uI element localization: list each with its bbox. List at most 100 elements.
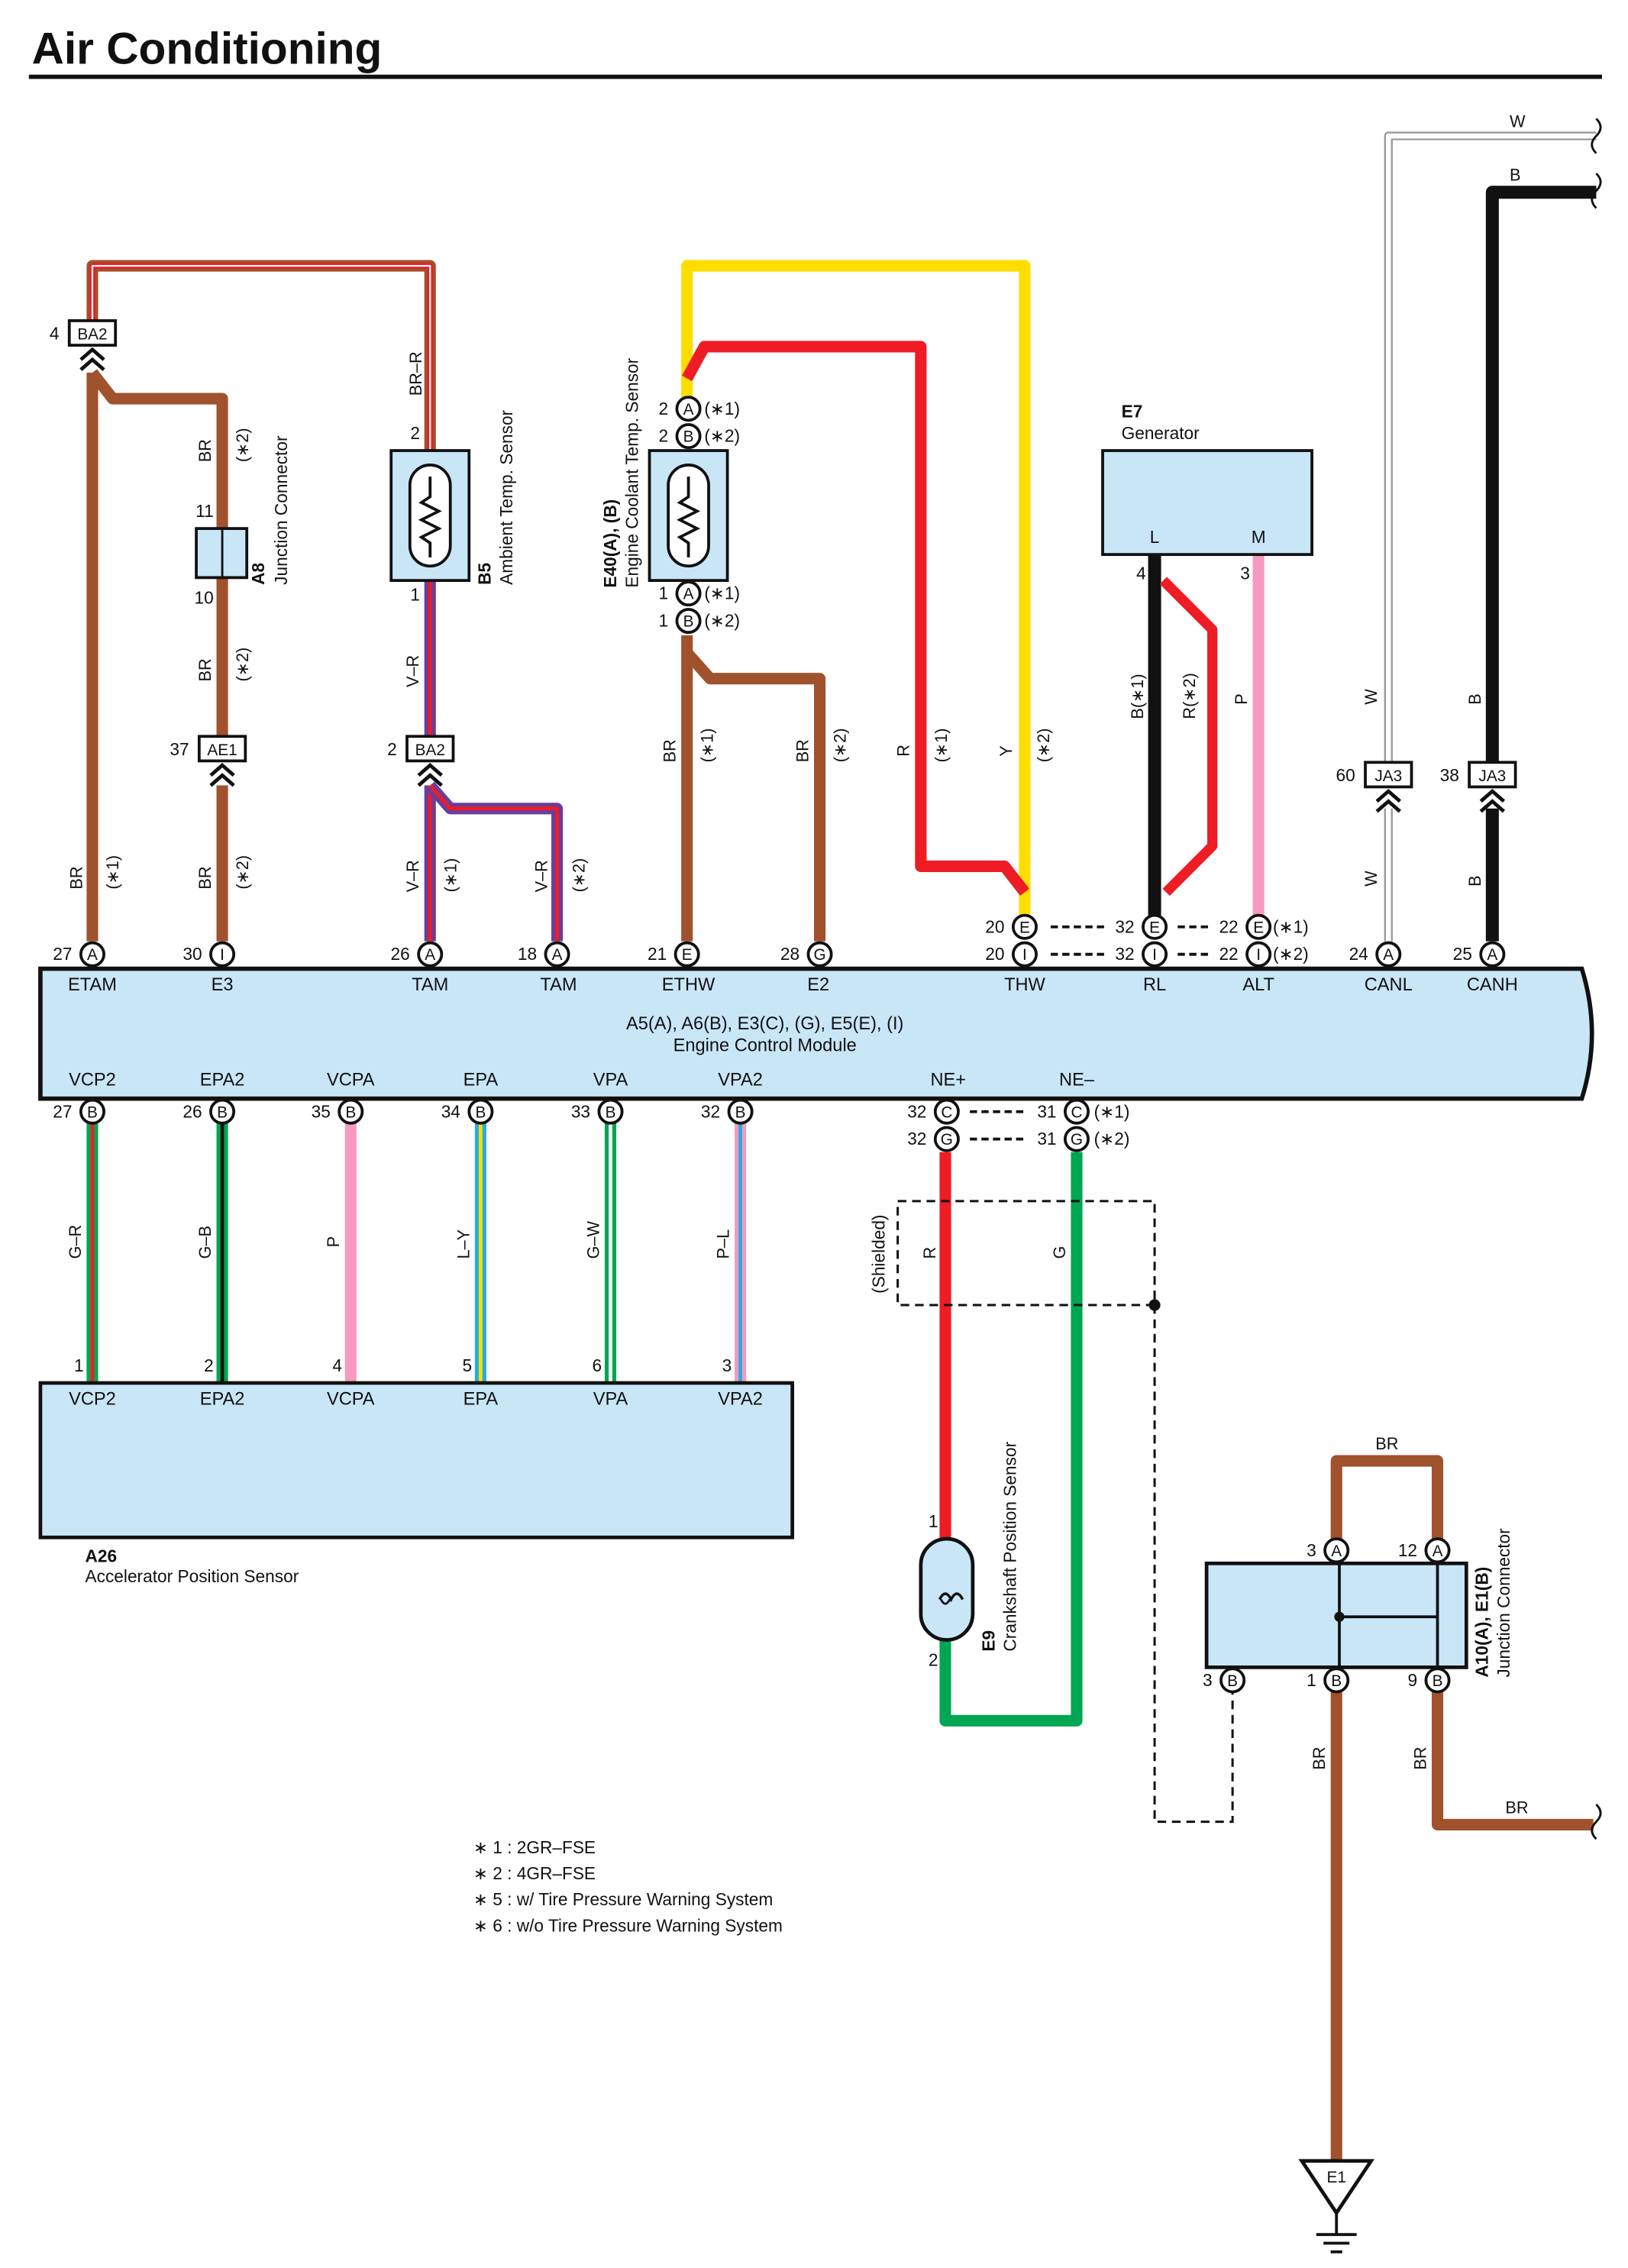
component-a8: 11 10 A8 Junction Connector <box>195 435 292 607</box>
svg-text:B: B <box>217 1103 228 1121</box>
junction-ba2-top: BA2 4 <box>50 319 118 371</box>
note-6: ∗ 6 : w/o Tire Pressure Warning System <box>473 1915 783 1935</box>
svg-text:(∗2): (∗2) <box>233 648 252 682</box>
svg-text:B: B <box>735 1103 746 1121</box>
svg-text:C: C <box>1071 1103 1082 1121</box>
svg-text:B: B <box>475 1103 486 1121</box>
svg-text:12: 12 <box>1398 1540 1417 1560</box>
svg-text:1: 1 <box>74 1355 84 1375</box>
terminal-ne-minus-g: G31(∗2) <box>1037 1126 1129 1152</box>
svg-text:V–R: V–R <box>403 655 422 687</box>
svg-text:R: R <box>894 745 913 757</box>
svg-text:G: G <box>941 1131 953 1149</box>
svg-text:(∗2): (∗2) <box>1273 944 1309 964</box>
svg-text:60: 60 <box>1336 765 1355 785</box>
ecm-pin-vcpa: VCPA <box>327 1071 375 1090</box>
svg-text:W: W <box>1362 689 1381 705</box>
svg-text:26: 26 <box>183 1101 202 1121</box>
component-e40: A2(∗1) B2(∗2) A1(∗1) B1(∗2) E40(A), (B) … <box>600 357 740 635</box>
note-5: ∗ 5 : w/ Tire Pressure Warning System <box>473 1889 773 1909</box>
svg-text:BR: BR <box>1410 1746 1429 1769</box>
svg-text:G: G <box>1050 1246 1069 1259</box>
terminal-tam2: A18 <box>518 941 570 968</box>
e40-name: Engine Coolant Temp. Sensor <box>622 357 641 587</box>
svg-text:31: 31 <box>1037 1101 1056 1121</box>
svg-text:B: B <box>1465 875 1484 886</box>
ne-alt-dashes <box>970 1110 1028 1141</box>
terminal-canh: A25 <box>1453 941 1506 968</box>
notes: ∗ 1 : 2GR–FSE ∗ 2 : 4GR–FSE ∗ 5 : w/ Tir… <box>473 1837 783 1935</box>
svg-text:VPA2: VPA2 <box>718 1389 763 1409</box>
svg-text:3: 3 <box>722 1355 732 1375</box>
e7-name: Generator <box>1122 423 1200 443</box>
svg-text:5: 5 <box>462 1355 472 1375</box>
svg-text:A: A <box>425 946 435 964</box>
svg-text:1: 1 <box>658 611 668 631</box>
wire-a10-br-right <box>1431 1691 1594 1830</box>
alt-connector-dashes <box>1050 925 1210 956</box>
ecm-pin-vpa2: VPA2 <box>718 1071 763 1090</box>
ecm-top-terminals: A27 I30 A26 A18 E21 G28 E20 I20 E32 I32 … <box>53 913 1506 968</box>
shielded-label: (Shielded) <box>869 1215 889 1294</box>
e9-name: Crankshaft Position Sensor <box>1000 1441 1020 1651</box>
wire-breaks <box>1591 118 1602 1840</box>
svg-text:3: 3 <box>1307 1540 1316 1560</box>
svg-text:(∗2): (∗2) <box>233 428 252 462</box>
svg-text:6: 6 <box>593 1355 602 1375</box>
wire-thw-y <box>681 260 1031 916</box>
svg-text:B: B <box>87 1103 98 1121</box>
svg-text:(∗1): (∗1) <box>698 729 717 763</box>
junction-ja3-canl: JA3 60 <box>1336 761 1413 813</box>
terminal-vcpa: B35 <box>312 1098 364 1125</box>
svg-text:21: 21 <box>648 944 667 964</box>
svg-text:E1: E1 <box>1326 2169 1345 2186</box>
e9-code: E9 <box>978 1630 998 1652</box>
junction-ae1: AE1 37 <box>170 735 247 787</box>
ecm-pin-canh: CANH <box>1467 975 1518 995</box>
wire-br-r-stripe <box>89 263 434 451</box>
wires <box>86 131 1597 2166</box>
svg-text:L–Y: L–Y <box>454 1229 473 1258</box>
svg-text:1: 1 <box>658 583 668 603</box>
svg-text:I: I <box>1152 946 1157 964</box>
svg-text:31: 31 <box>1037 1129 1056 1149</box>
svg-text:(∗1): (∗1) <box>103 855 122 890</box>
svg-text:26: 26 <box>391 944 410 964</box>
svg-text:(∗2): (∗2) <box>1034 729 1053 763</box>
svg-text:Y: Y <box>997 745 1016 757</box>
svg-text:G: G <box>813 946 825 964</box>
component-e9: 1 2 E9 Crankshaft Position Sensor (Shiel… <box>869 1215 1020 1670</box>
wire-br-a8 <box>87 369 228 529</box>
wire-canh-b-up <box>1485 186 1597 763</box>
terminal-ne-plus-g: G32 <box>907 1126 960 1152</box>
svg-text:28: 28 <box>780 944 799 964</box>
page-title: Air Conditioning <box>32 24 383 74</box>
terminal-ne-minus-c: C31(∗1) <box>1037 1098 1129 1125</box>
svg-text:2: 2 <box>658 399 668 418</box>
svg-text:9: 9 <box>1407 1670 1417 1690</box>
ecm-bottom-terminals: B27 B26 B35 B34 B33 B32 C32 G32 C31(∗1) … <box>53 1098 1129 1152</box>
junction-ba2-bottom: BA2 2 <box>387 735 455 787</box>
svg-text:I: I <box>1256 946 1261 964</box>
svg-text:I: I <box>220 946 224 964</box>
terminal-etam: A27 <box>53 941 105 968</box>
svg-text:(∗2): (∗2) <box>704 426 740 446</box>
svg-text:22: 22 <box>1219 944 1238 964</box>
a26-name: Accelerator Position Sensor <box>86 1566 299 1586</box>
a8-name: Junction Connector <box>271 435 291 585</box>
svg-text:A: A <box>1383 946 1394 964</box>
svg-text:22: 22 <box>1219 916 1238 936</box>
svg-text:B: B <box>683 428 694 446</box>
terminal-ethw: E21 <box>648 941 700 968</box>
ecm-pin-epa2: EPA2 <box>200 1071 245 1090</box>
note-2: ∗ 2 : 4GR–FSE <box>473 1863 596 1883</box>
terminal-epa2: B 26 <box>183 1098 236 1125</box>
terminal-vpa: B33 <box>571 1098 624 1125</box>
svg-text:R(∗2): R(∗2) <box>1180 673 1199 719</box>
svg-text:BA2: BA2 <box>77 326 107 344</box>
svg-text:BA2: BA2 <box>415 741 445 759</box>
ecm-pin-thw: THW <box>1004 975 1045 995</box>
a10-name: Junction Connector <box>1494 1528 1513 1678</box>
svg-text:20: 20 <box>985 916 1004 936</box>
